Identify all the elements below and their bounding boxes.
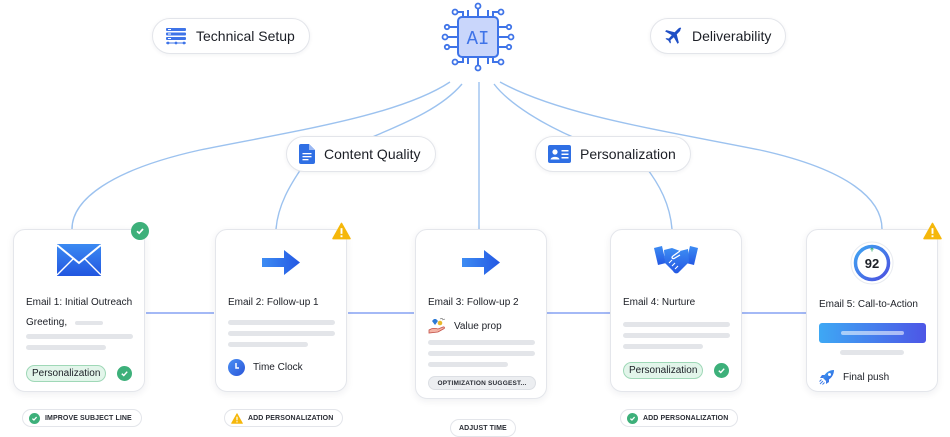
- feature-value-prop: Value prop: [428, 318, 502, 334]
- category-deliverability[interactable]: Deliverability: [650, 18, 787, 54]
- content-placeholder-line: [26, 334, 133, 339]
- category-technical-setup[interactable]: Technical Setup: [152, 18, 310, 54]
- action-label: ADJUST TIME: [459, 424, 507, 432]
- ai-hub[interactable]: AI: [441, 2, 515, 72]
- contact-card-icon: [548, 145, 571, 163]
- document-icon: [299, 144, 315, 164]
- action-label: ADD PERSONALIZATION: [643, 414, 729, 422]
- content-placeholder-line: [623, 322, 730, 327]
- category-personalization[interactable]: Personalization: [535, 136, 691, 172]
- content-placeholder-line: [428, 340, 535, 345]
- server-stack-icon: [166, 28, 186, 45]
- email-card-hero: [611, 245, 741, 275]
- email-card-1[interactable]: Email 1: Initial Outreach Greeting, Pers…: [13, 229, 145, 392]
- category-label: Content Quality: [324, 146, 421, 162]
- feature-label: Final push: [843, 371, 890, 383]
- personalization-tag[interactable]: Personalization: [26, 365, 107, 382]
- content-placeholder-line: [228, 320, 335, 325]
- email-title: Email 5: Call-to-Action: [819, 299, 918, 310]
- status-warning-icon: [923, 222, 942, 240]
- rocket-icon: [819, 370, 834, 385]
- greeting-text: Greeting,: [26, 317, 68, 328]
- action-adjust-time[interactable]: ADJUST TIME: [450, 419, 516, 437]
- clock-icon: [228, 359, 245, 376]
- email-card-4[interactable]: Email 4: Nurture Personalization: [610, 229, 742, 392]
- content-placeholder-line: [840, 350, 904, 355]
- connector-email-2: [275, 165, 304, 230]
- airplane-icon: [665, 27, 682, 44]
- status-success-icon: [131, 222, 149, 240]
- score-value: 92: [865, 256, 879, 271]
- email-title: Email 2: Follow-up 1: [228, 297, 319, 308]
- greeting-row: Greeting,: [26, 317, 104, 328]
- email-card-2[interactable]: Email 2: Follow-up 1 Time Clock: [215, 229, 347, 392]
- content-placeholder-line: [26, 345, 106, 350]
- redacted-name: [75, 320, 104, 325]
- content-placeholder-line: [228, 342, 308, 347]
- cta-button-placeholder[interactable]: [819, 323, 926, 343]
- email-title: Email 1: Initial Outreach: [26, 297, 133, 308]
- email-card-hero: [416, 250, 546, 275]
- optimization-suggestion-button[interactable]: OPTIMIZATION SUGGEST...: [428, 376, 536, 390]
- email-title: Email 4: Nurture: [623, 297, 696, 308]
- email-card-hero: [216, 250, 346, 275]
- arrow-right-icon: [262, 250, 300, 275]
- content-placeholder-line: [428, 351, 535, 356]
- connector-email-4: [644, 165, 673, 230]
- ai-chip-icon: AI: [441, 2, 515, 72]
- content-placeholder-line: [228, 331, 335, 336]
- action-label: ADD PERSONALIZATION: [248, 414, 334, 422]
- category-label: Deliverability: [692, 28, 772, 44]
- email-card-hero: 92: [807, 241, 937, 285]
- email-title: Email 3: Follow-up 2: [428, 297, 519, 308]
- personalization-tag[interactable]: Personalization: [623, 362, 704, 379]
- action-label: IMPROVE SUBJECT LINE: [45, 414, 132, 422]
- cta-label-placeholder: [841, 331, 904, 335]
- content-placeholder-line: [623, 344, 703, 349]
- connector-personalization: [493, 83, 576, 139]
- warning-icon: [231, 412, 243, 424]
- content-placeholder-line: [623, 333, 730, 338]
- category-label: Technical Setup: [196, 28, 295, 44]
- check-icon: [714, 363, 729, 378]
- status-warning-icon: [332, 222, 351, 240]
- feature-label: Value prop: [454, 320, 502, 332]
- email-card-hero: [14, 244, 144, 276]
- action-add-personalization[interactable]: ADD PERSONALIZATION: [224, 409, 344, 427]
- ai-label: AI: [467, 28, 490, 50]
- check-icon: [29, 412, 40, 424]
- check-icon: [627, 412, 638, 424]
- check-icon: [117, 366, 132, 381]
- connector-content-quality: [369, 83, 463, 139]
- action-add-personalization[interactable]: ADD PERSONALIZATION: [620, 409, 739, 427]
- trend-up-icon: [870, 247, 874, 252]
- feature-final-push: Final push: [819, 369, 889, 385]
- envelope-icon: [57, 244, 101, 276]
- category-content-quality[interactable]: Content Quality: [286, 136, 436, 172]
- category-label: Personalization: [580, 146, 676, 162]
- feature-label: Time Clock: [253, 362, 303, 373]
- email-card-3[interactable]: Email 3: Follow-up 2 Value prop OPTIMIZA…: [415, 229, 547, 399]
- feature-time-clock: Time Clock: [228, 359, 303, 376]
- score-gauge-icon: 92: [850, 241, 894, 285]
- hand-gem-icon: [428, 318, 446, 334]
- arrow-right-icon: [462, 250, 500, 275]
- email-card-5[interactable]: 92 Email 5: Call-to-Action Final push: [806, 229, 938, 392]
- content-placeholder-line: [428, 362, 508, 367]
- action-improve-subject-line[interactable]: IMPROVE SUBJECT LINE: [22, 409, 142, 427]
- handshake-icon: [654, 246, 698, 274]
